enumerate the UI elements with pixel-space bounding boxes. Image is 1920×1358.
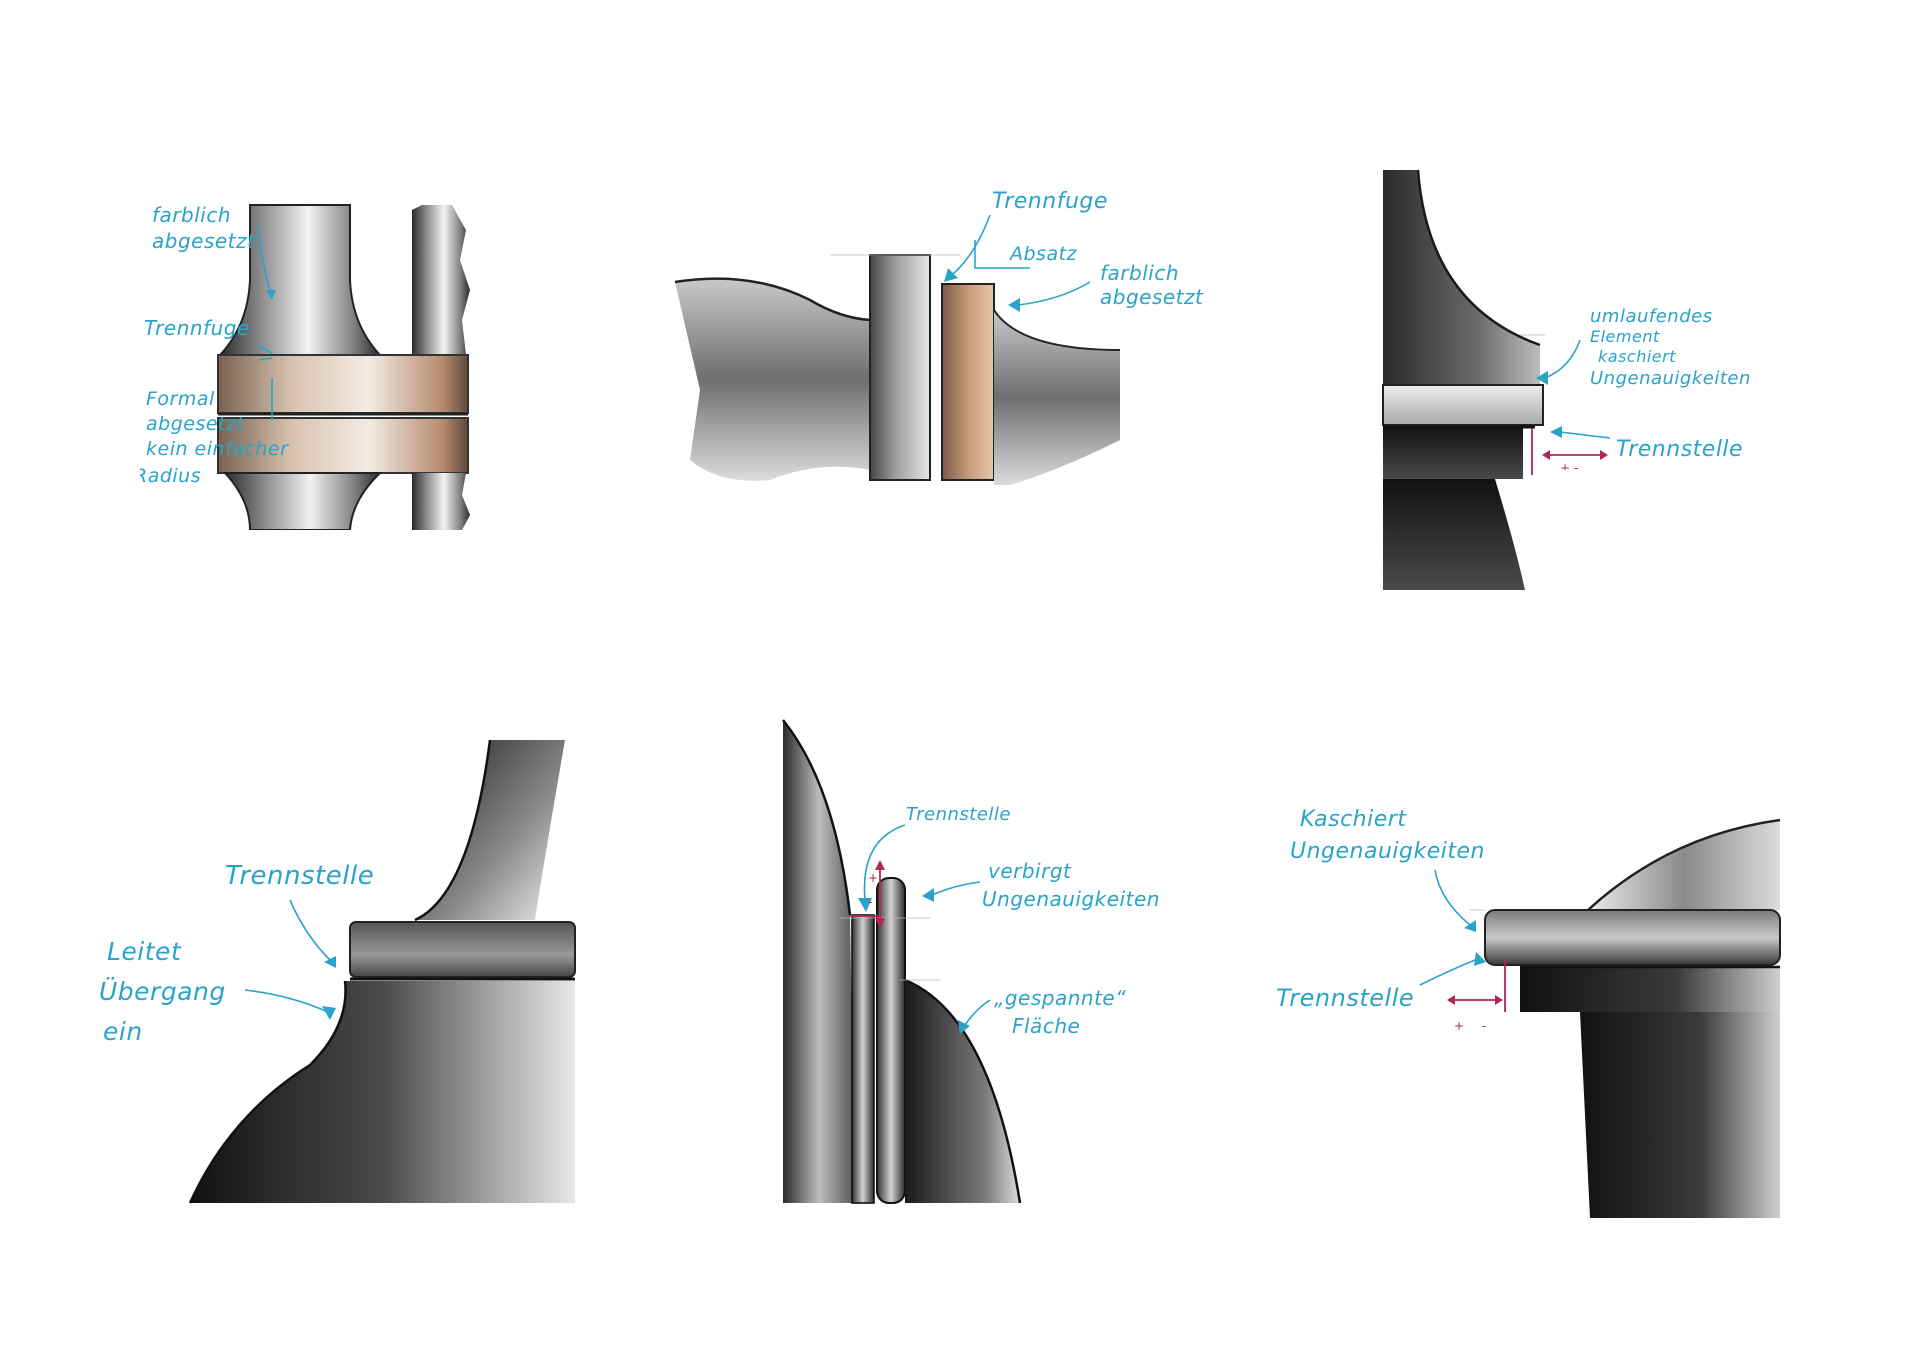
label-flaeche: Fläche: [1012, 1014, 1080, 1038]
label-leitet: Leitet: [107, 937, 182, 966]
label-umlaufendes: umlaufendes: [1590, 306, 1713, 327]
sketch-2-panel: [660, 240, 1130, 500]
label-verbirgt: verbirgt: [988, 859, 1072, 883]
label-uebergang: Übergang: [99, 977, 226, 1006]
label-formal: Formal: [146, 388, 215, 410]
label-trennstelle-4: Trennstelle: [225, 861, 374, 891]
tolerance-plus-5: +: [868, 871, 878, 885]
label-trennfuge-1: Trennfuge: [144, 316, 250, 340]
label-kaschiert-3: kaschiert: [1598, 347, 1676, 366]
label-element: Element: [1590, 327, 1660, 346]
tolerance-plus-6: +: [1454, 1019, 1464, 1033]
sketch-6-labels: Kaschiert Ungenauigkeiten Trennstelle + …: [1276, 807, 1486, 1033]
label-ungenauigkeiten-5: Ungenauigkeiten: [982, 887, 1160, 911]
label-farblich-2: farblich: [1100, 261, 1179, 285]
label-ein: ein: [103, 1017, 143, 1046]
label-abgesetzt-formal: abgesetzt: [146, 413, 245, 435]
label-ungenauigkeiten-6: Ungenauigkeiten: [1290, 839, 1485, 864]
label-trennstelle-6: Trennstelle: [1276, 984, 1414, 1012]
sketch-5-drawing: [782, 719, 1022, 1204]
label-gespannte: „gespannte“: [994, 986, 1126, 1010]
sketch-2-drawing: [674, 254, 1121, 485]
sketch-4-panel: [170, 735, 580, 1205]
label-farblich-1: farblich: [152, 203, 231, 227]
sketch-3-panel: [1380, 165, 1560, 595]
sketch-5-panel: [780, 715, 1040, 1205]
sketch-3-drawing: [1382, 169, 1545, 590]
sketch-3-labels: umlaufendes Element kaschiert Ungenauigk…: [1560, 306, 1751, 470]
label-trennstelle-3: Trennstelle: [1616, 437, 1743, 462]
sketch-4-labels: Trennstelle Leitet Übergang ein: [99, 861, 374, 1046]
label-kein-einfacher: kein einfacher: [146, 438, 289, 460]
sketch-1-labels: farblich abgesetzt Trennfuge Formal abge…: [140, 203, 289, 487]
label-abgesetzt-2: abgesetzt: [1100, 285, 1204, 309]
label-absatz: Absatz: [1008, 243, 1078, 265]
sketch-4-drawing: [188, 739, 576, 1204]
sketch-1-drawing: [217, 204, 470, 530]
label-ungenauigkeiten-3: Ungenauigkeiten: [1590, 368, 1751, 389]
tolerance-minus-6: -: [1482, 1019, 1486, 1033]
sketch-5-labels: Trennstelle verbirgt Ungenauigkeiten „ge…: [868, 804, 1160, 1038]
tolerance-text-3: + -: [1560, 461, 1578, 470]
sketch-2-labels: Trennfuge Absatz farblich abgesetzt: [992, 189, 1204, 309]
sketch-6-drawing: [1470, 818, 1781, 1218]
label-kaschiert-6: Kaschiert: [1300, 807, 1407, 832]
sketch-1-panel: [90, 150, 510, 530]
label-trennfuge-2: Trennfuge: [992, 189, 1108, 214]
sketch-6-panel: [1470, 815, 1800, 1225]
label-abgesetzt-1: abgesetzt: [152, 229, 256, 253]
label-radius: Radius: [140, 465, 201, 487]
label-trennstelle-5: Trennstelle: [906, 804, 1011, 825]
tolerance-minus-5: -: [868, 895, 872, 909]
